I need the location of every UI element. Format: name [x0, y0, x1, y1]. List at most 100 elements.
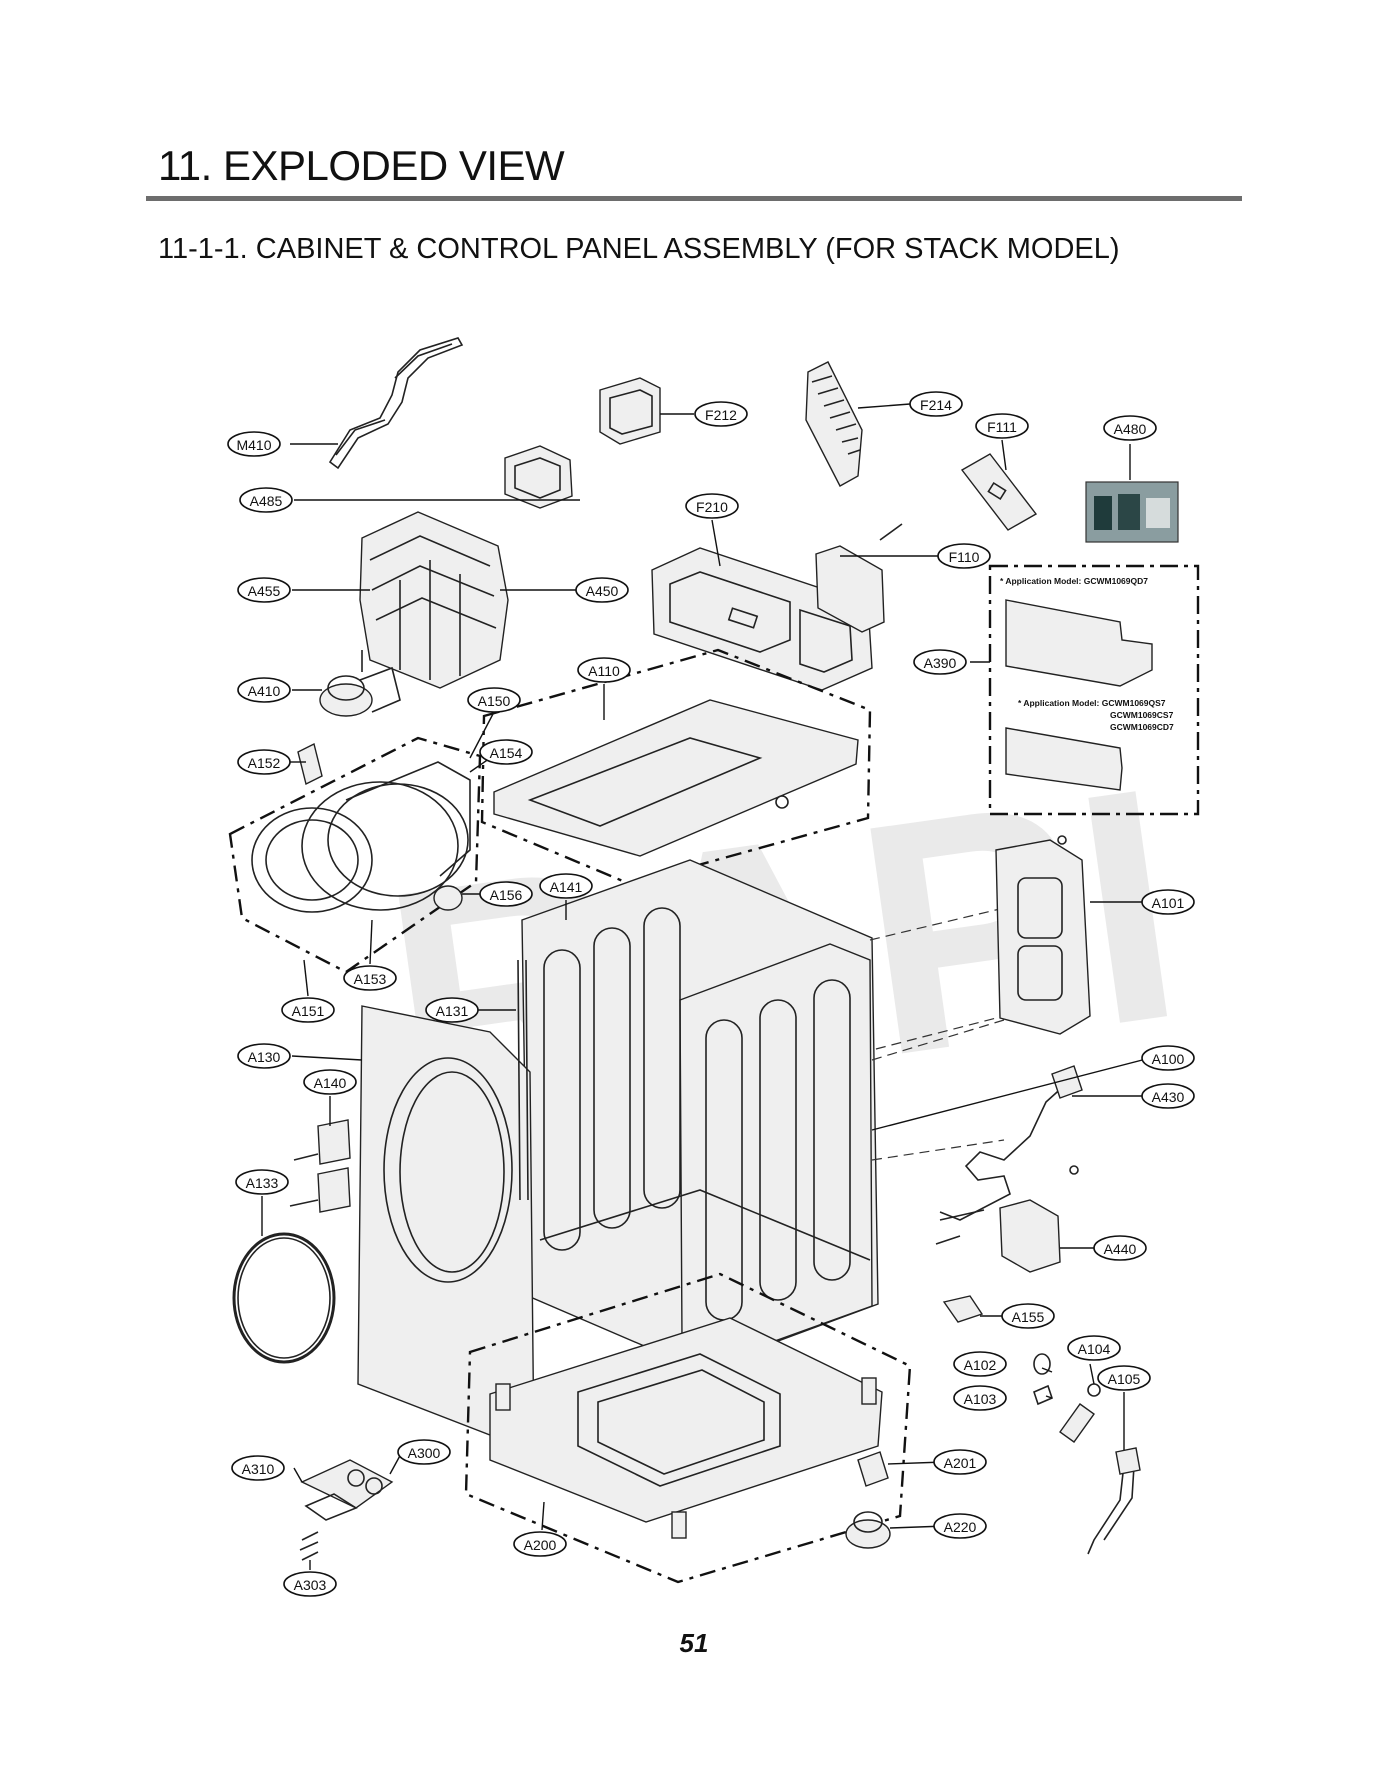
callout-label: A110: [588, 663, 620, 679]
callout-label: A151: [292, 1003, 325, 1019]
callout-f210: F210: [685, 493, 739, 519]
callout-a410: A410: [237, 677, 291, 703]
callout-a300: A300: [397, 1439, 451, 1465]
callout-a102: A102: [953, 1351, 1007, 1377]
callout-a153: A153: [343, 965, 397, 991]
callout-f111: F111: [975, 413, 1029, 439]
callout-a141: A141: [539, 873, 593, 899]
callout-label: A480: [1114, 421, 1147, 437]
callout-label: A130: [248, 1049, 281, 1065]
callout-a152: A152: [237, 749, 291, 775]
callout-label: A101: [1152, 895, 1185, 911]
callout-a100: A100: [1141, 1045, 1195, 1071]
callout-a155: A155: [1001, 1303, 1055, 1329]
part-a140-hinges: [289, 1119, 351, 1213]
callout-label: A300: [408, 1445, 441, 1461]
callout-label: A152: [248, 755, 281, 771]
part-m410-harness: [328, 337, 464, 470]
callout-label: F214: [920, 397, 952, 413]
part-a440-filter: [935, 1165, 1079, 1273]
part-f214-buttons: [805, 361, 863, 487]
callout-a131: A131: [425, 997, 479, 1023]
callout-label: A105: [1108, 1371, 1141, 1387]
part-a110-top-plate: [480, 648, 872, 886]
part-a130-front-panel: [357, 959, 535, 1454]
application-note-2-line3: GCWM1069CD7: [1110, 722, 1174, 732]
callout-a201: A201: [933, 1449, 987, 1475]
part-a155-knob: [942, 1295, 984, 1323]
callout-label: F111: [987, 419, 1017, 435]
part-f212-frame: [599, 377, 661, 445]
callout-label: A153: [354, 971, 387, 987]
callout-a450: A450: [575, 577, 629, 603]
callout-label: A220: [944, 1519, 977, 1535]
application-note-2: * Application Model: GCWM1069QS7: [1018, 698, 1166, 708]
part-a390-options: * Application Model: GCWM1069QD7 * Appli…: [988, 564, 1200, 816]
application-note-2-line2: GCWM1069CS7: [1110, 710, 1174, 720]
callout-a103: A103: [953, 1385, 1007, 1411]
callout-a303: A303: [283, 1571, 337, 1597]
callout-label: A141: [550, 879, 583, 895]
callout-label: A103: [964, 1391, 997, 1407]
callout-a105: A105: [1097, 1365, 1151, 1391]
section-title: 11-1-1. CABINET & CONTROL PANEL ASSEMBLY…: [158, 233, 1120, 265]
callout-a480: A480: [1103, 415, 1157, 441]
callout-label: M410: [236, 437, 271, 453]
part-f210-panel: [651, 547, 873, 691]
callout-label: A155: [1012, 1309, 1045, 1325]
application-note-1: * Application Model: GCWM1069QD7: [1000, 576, 1148, 586]
callout-a130: A130: [237, 1043, 291, 1069]
callout-a220: A220: [933, 1513, 987, 1539]
part-f110-pcb: [815, 523, 903, 633]
callout-label: A154: [490, 745, 523, 761]
part-a485-box: [504, 445, 573, 509]
callout-label: F212: [705, 407, 737, 423]
callout-label: A102: [964, 1357, 997, 1373]
callout-a200: A200: [513, 1531, 567, 1557]
callout-a140: A140: [303, 1069, 357, 1095]
part-f111-pcb: [960, 453, 1038, 531]
callout-a455: A455: [237, 577, 291, 603]
callout-label: A390: [924, 655, 957, 671]
part-a410-motor: [319, 650, 401, 717]
part-a455-a450-housing: [359, 511, 509, 689]
callout-a156: A156: [479, 881, 533, 907]
callout-label: A201: [944, 1455, 977, 1471]
callout-label: A104: [1078, 1341, 1111, 1357]
callout-label: A133: [246, 1175, 279, 1191]
callout-label: F210: [696, 499, 728, 515]
callout-m410: M410: [227, 431, 281, 457]
part-a201-a220-pump: [845, 1451, 891, 1549]
part-a430-power-cord: [939, 1065, 1083, 1221]
callout-a154: A154: [479, 739, 533, 765]
part-a200-base-frame: [464, 1272, 912, 1584]
callout-f214: F214: [909, 391, 963, 417]
page-title: 11. EXPLODED VIEW: [158, 142, 565, 189]
part-a104-a105-heater: [1059, 1383, 1141, 1555]
callout-label: A430: [1152, 1089, 1185, 1105]
callout-label: A440: [1104, 1241, 1137, 1257]
part-a152-hinge: [297, 742, 323, 786]
callout-a430: A430: [1141, 1083, 1195, 1109]
part-a480-module: [1085, 481, 1179, 543]
callout-a485: A485: [239, 487, 293, 513]
callout-f110: F110: [937, 543, 991, 569]
page-number: 51: [679, 1628, 709, 1658]
callout-a101: A101: [1141, 889, 1195, 915]
callout-label: A100: [1152, 1051, 1185, 1067]
callout-label: F110: [949, 549, 980, 565]
callout-a390: A390: [913, 649, 967, 675]
title-rule: [146, 196, 1242, 201]
callout-label: A450: [586, 583, 619, 599]
callout-label: A200: [524, 1537, 557, 1553]
callout-f212: F212: [694, 401, 748, 427]
part-a133-clamp-ring: [232, 1232, 336, 1364]
callout-label: A156: [490, 887, 523, 903]
callout-label: A150: [478, 693, 511, 709]
part-a300-a310-cap: [299, 1459, 394, 1561]
callout-a150: A150: [467, 687, 521, 713]
callout-a440: A440: [1093, 1235, 1147, 1261]
part-cabinet-body: [521, 835, 1091, 1371]
callout-label: A310: [242, 1461, 275, 1477]
